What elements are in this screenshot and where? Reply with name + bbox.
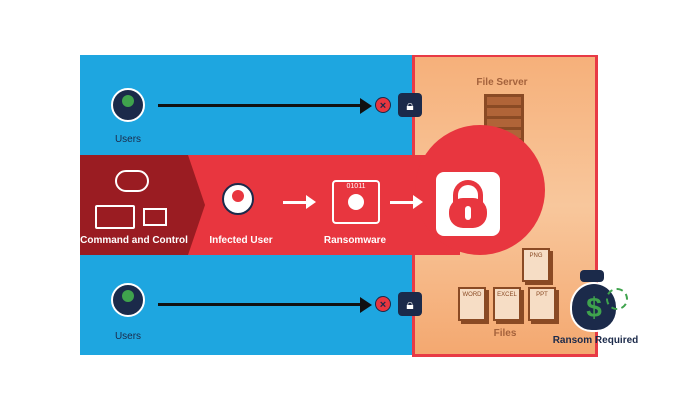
ransom-required-label: Ransom Required: [552, 335, 639, 346]
file-word-icon: WORD: [458, 287, 486, 321]
money-bag-top: [580, 270, 604, 282]
arrowhead-icon: [360, 98, 372, 114]
arrow-line: [158, 104, 363, 107]
file-server-label: File Server: [476, 77, 528, 88]
arrow-icon: [390, 201, 418, 204]
file-ppt-icon: PPT: [528, 287, 556, 321]
lock-icon: 🔒︎: [398, 292, 422, 316]
monitor-icon: [143, 208, 167, 226]
cloud-icon: [115, 170, 149, 192]
command-control-label: Command and Control: [80, 235, 188, 246]
file-png-icon: PNG: [522, 248, 550, 282]
clock-icon: [606, 288, 628, 310]
arrowhead-icon: [306, 195, 316, 209]
users-bottom-label: Users: [114, 331, 142, 342]
ransomware-label: Ransomware: [323, 235, 387, 246]
arrowhead-icon: [413, 195, 423, 209]
remote-control-icon: [95, 205, 135, 229]
dollar-sign: $: [586, 292, 602, 323]
files-label: Files: [493, 328, 517, 339]
user-icon: [111, 283, 145, 317]
binary-code-text: 01011: [346, 183, 366, 190]
infected-user-icon: [222, 183, 254, 215]
big-lock-icon: [436, 172, 500, 236]
arrow-line: [158, 303, 363, 306]
arrow-icon: [283, 201, 311, 204]
blocked-icon: ×: [375, 296, 391, 312]
user-icon: [111, 88, 145, 122]
infected-user-label: Infected User: [209, 235, 273, 246]
blocked-icon: ×: [375, 97, 391, 113]
lock-icon: 🔒︎: [398, 93, 422, 117]
chevron-icon: [188, 155, 205, 255]
ransomware-icon: 01011: [332, 180, 380, 224]
file-excel-icon: EXCEL: [493, 287, 521, 321]
arrowhead-icon: [360, 297, 372, 313]
users-top-label: Users: [114, 134, 142, 145]
